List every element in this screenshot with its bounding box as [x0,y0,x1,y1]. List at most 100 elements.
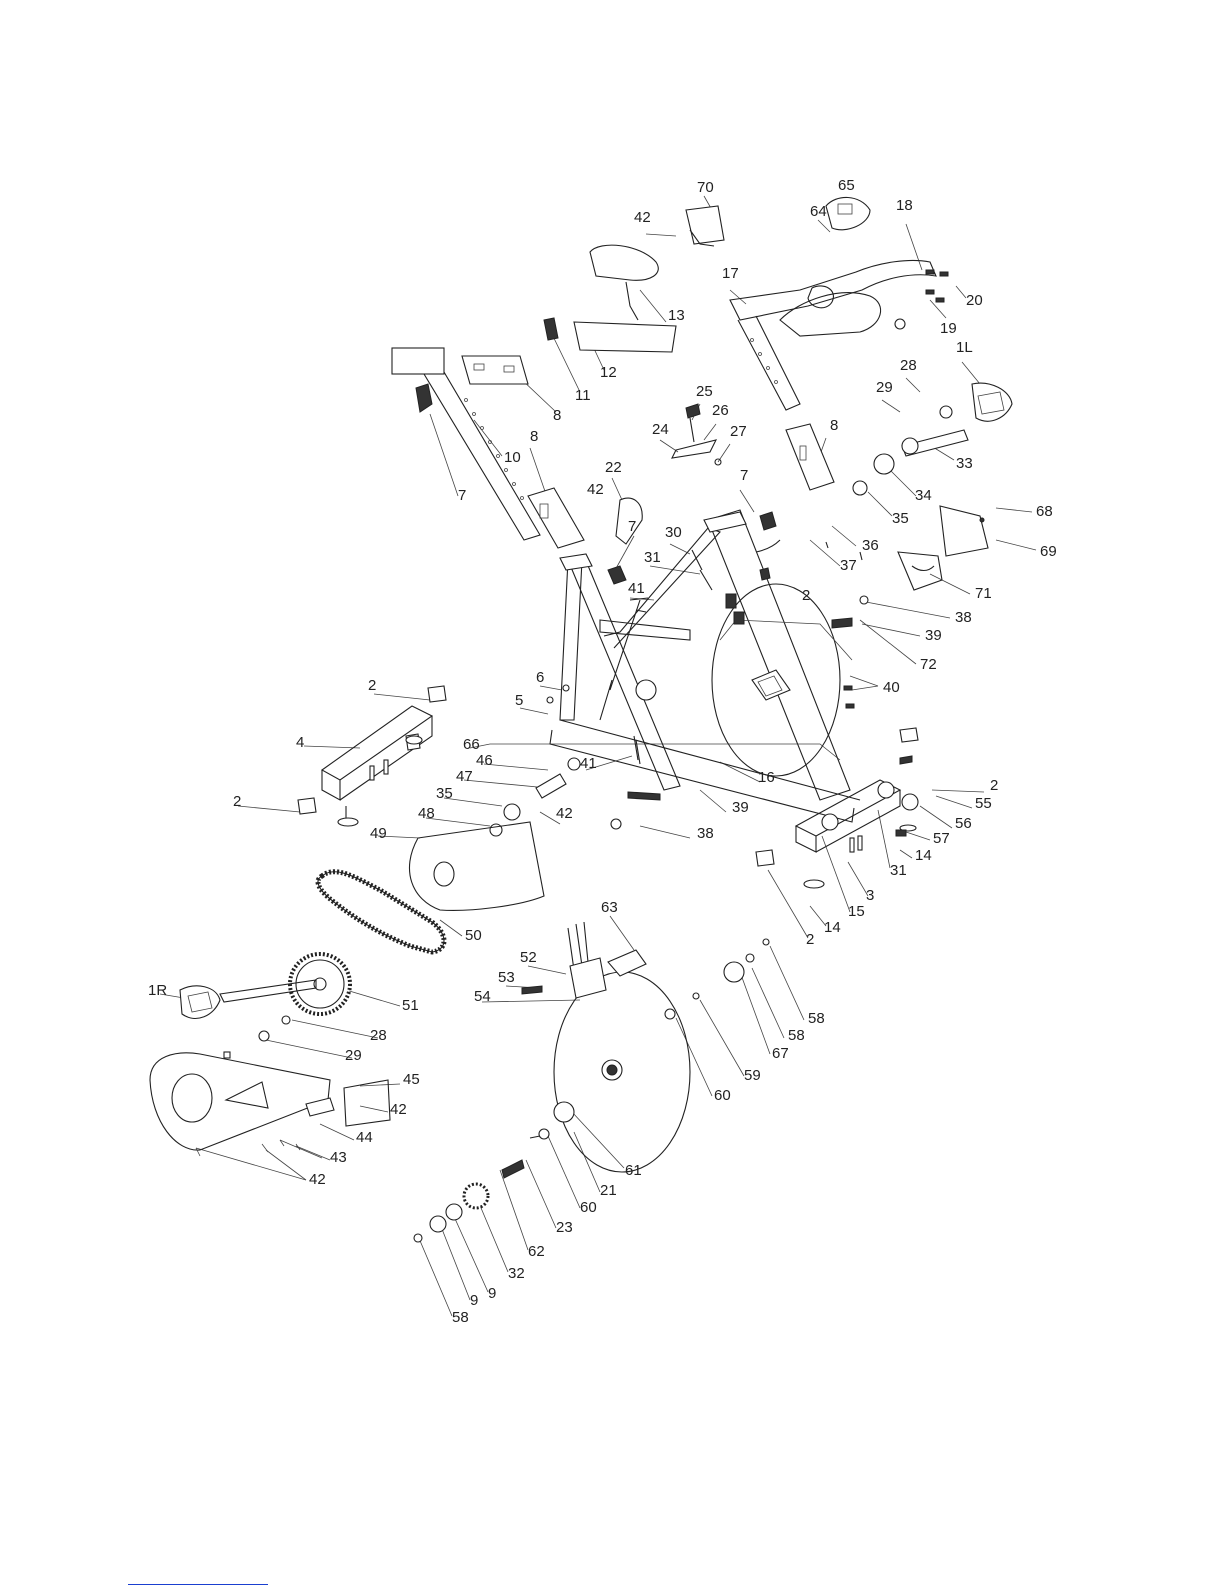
handlebar-assembly [686,197,948,410]
part-callout-60: 60 [714,1087,731,1104]
part-callout-41: 41 [580,755,597,772]
part-callout-8: 8 [553,407,561,424]
part-callout-46: 46 [476,752,493,769]
part-callout-58: 58 [808,1010,825,1027]
part-callout-42: 42 [634,209,651,226]
part-callout-59: 59 [744,1067,761,1084]
part-callout-7: 7 [740,467,748,484]
part-callout-39: 39 [925,627,942,644]
part-callout-67: 67 [772,1045,789,1062]
crank-right-side [853,383,1012,590]
part-callout-64: 64 [810,203,827,220]
part-callout-24: 24 [652,421,669,438]
part-callout-42: 42 [309,1171,326,1188]
part-callout-40: 40 [883,679,900,696]
part-callout-54: 54 [474,988,491,1005]
part-callout-31: 31 [644,549,661,566]
part-callout-36: 36 [862,537,879,554]
part-callout-18: 18 [896,197,913,214]
part-callout-42: 42 [587,481,604,498]
inner-chain-guard [409,822,544,910]
part-callout-35: 35 [892,510,909,527]
freewheel-stack [414,1102,574,1242]
part-callout-63: 63 [601,899,618,916]
part-callout-43: 43 [330,1149,347,1166]
part-callout-10: 10 [504,449,521,466]
part-callout-14: 14 [824,919,841,936]
part-callout-52: 52 [520,949,537,966]
part-callout-72: 72 [920,656,937,673]
part-callout-35: 35 [436,785,453,802]
part-callout-23: 23 [556,1219,573,1236]
part-callout-34: 34 [915,487,932,504]
part-callout-30: 30 [665,524,682,541]
flywheel [522,922,769,1172]
part-callout-15: 15 [848,903,865,920]
part-callout-21: 21 [600,1182,617,1199]
outer-chain-guard [150,1052,390,1156]
part-callout-2: 2 [806,931,814,948]
part-callout-3: 3 [866,887,874,904]
part-callout-29: 29 [345,1047,362,1064]
part-callout-20: 20 [966,292,983,309]
part-callout-14: 14 [915,847,932,864]
part-callout-16: 16 [758,769,775,786]
part-callout-70: 70 [697,179,714,196]
part-callout-8: 8 [830,417,838,434]
part-callout-41: 41 [628,580,645,597]
part-callout-57: 57 [933,830,950,847]
part-callout-47: 47 [456,768,473,785]
resistance-assembly [752,670,790,700]
part-callout-65: 65 [838,177,855,194]
part-callout-58: 58 [452,1309,469,1326]
part-callout-61: 61 [625,1162,642,1179]
part-callout-60: 60 [580,1199,597,1216]
part-callout-45: 45 [403,1071,420,1088]
part-callout-7: 7 [458,487,466,504]
part-callout-32: 32 [508,1265,525,1282]
part-callout-11: 11 [575,387,591,404]
part-callout-56: 56 [955,815,972,832]
part-callout-29: 29 [876,379,893,396]
part-callout-1L: 1L [956,339,973,356]
part-callout-13: 13 [668,307,685,324]
part-callout-2: 2 [233,793,241,810]
part-callout-2: 2 [802,587,810,604]
part-callout-58: 58 [788,1027,805,1044]
part-callout-22: 22 [605,459,622,476]
part-callout-42: 42 [556,805,573,822]
part-callout-38: 38 [697,825,714,842]
part-callout-27: 27 [730,423,747,440]
part-callout-71: 71 [975,585,992,602]
part-callout-50: 50 [465,927,482,944]
part-callout-44: 44 [356,1129,373,1146]
part-callout-68: 68 [1036,503,1053,520]
part-callout-2: 2 [368,677,376,694]
part-callout-48: 48 [418,805,435,822]
main-frame [550,510,860,822]
part-callout-69: 69 [1040,543,1057,560]
part-callout-4: 4 [296,734,304,751]
part-callout-2: 2 [990,777,998,794]
part-callout-19: 19 [940,320,957,337]
part-callout-1R: 1R [148,982,167,999]
part-callout-9: 9 [488,1285,496,1302]
part-callout-49: 49 [370,825,387,842]
part-callout-31: 31 [890,862,907,879]
part-callout-7: 7 [628,518,636,535]
part-callout-66: 66 [463,736,480,753]
part-callout-42: 42 [390,1101,407,1118]
drive-chain [318,872,444,952]
crank-axle [490,758,580,836]
part-callout-39: 39 [732,799,749,816]
part-callout-28: 28 [370,1027,387,1044]
part-callout-38: 38 [955,609,972,626]
part-callout-5: 5 [515,692,523,709]
part-callout-6: 6 [536,669,544,686]
part-callout-33: 33 [956,455,973,472]
part-callout-25: 25 [696,383,713,400]
chainring [180,954,350,1041]
part-callout-9: 9 [470,1292,478,1309]
part-callout-8: 8 [530,428,538,445]
